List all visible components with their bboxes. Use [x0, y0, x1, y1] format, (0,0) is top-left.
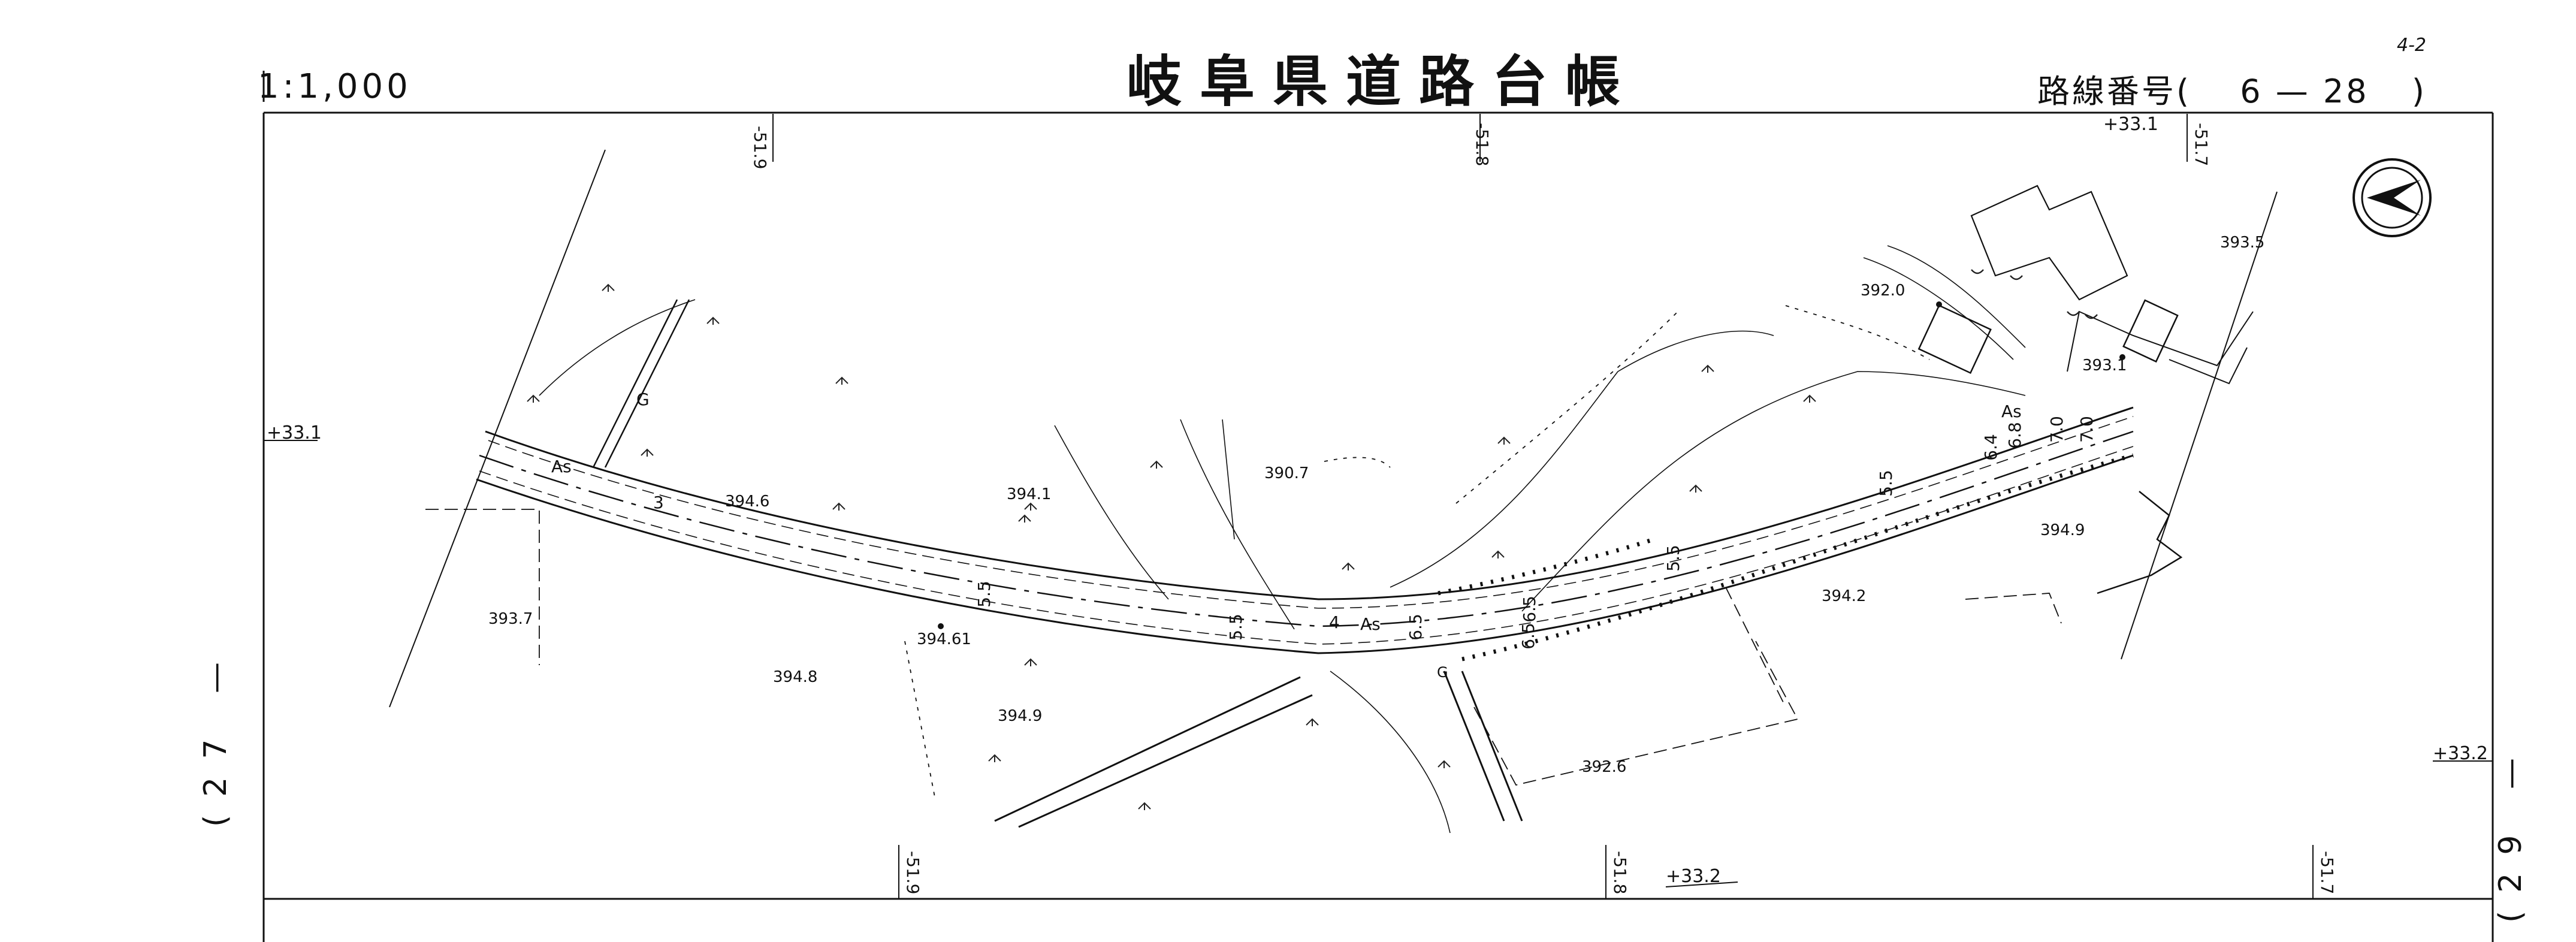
road-width-label: 7.0 [2046, 416, 2067, 443]
route-number-value: 6 — 28 [2240, 73, 2369, 110]
grid-label-bottom-4: -51.7 [2317, 851, 2337, 895]
road-width-label: 3 [653, 493, 664, 512]
road-feature-label: G [636, 390, 650, 409]
road-edge-north [485, 406, 2134, 600]
map-title: 岐阜県道路台帳 [1127, 50, 1639, 114]
road-width-label: 6.4 [1980, 434, 2001, 461]
north-arrow-icon [2352, 158, 2432, 237]
route-number-close: ) [2411, 73, 2427, 110]
building-2 [1917, 304, 1992, 375]
elevation-label: 392.6 [1582, 758, 1627, 776]
elevation-label: 394.61 [917, 630, 971, 648]
road-width-label: 5.5 [1876, 470, 1896, 497]
elevation-label: 392.0 [1861, 282, 1905, 300]
elevation-label: 394.9 [2040, 521, 2085, 539]
road-surface-label: As [2001, 401, 2022, 421]
grid-label-left: +33.1 [267, 422, 322, 443]
grid-label-bottom-2: -51.8 [1610, 851, 1630, 895]
sheet-ref-right: (29 — [2493, 740, 2529, 923]
road-width-label: 4 [1329, 612, 1340, 632]
corner-mark: 4-2 [2397, 35, 2426, 56]
elevation-label: 394.8 [773, 668, 818, 686]
building-3 [2122, 299, 2179, 363]
road-width-label: 6.8 [2004, 422, 2025, 449]
grid-label-bottom-3: +33.2 [1666, 866, 1721, 887]
elevation-label: 394.1 [1007, 485, 1052, 503]
sheet-ref-left: (27 — [198, 644, 234, 827]
road-width-label: 6.5 [1405, 614, 1426, 641]
road-width-label: 6.5 [1519, 596, 1539, 623]
elevation-label: 393.1 [2082, 357, 2127, 375]
grid-label-top-2: -51.8 [1472, 123, 1492, 167]
road-feature-label: G [1437, 664, 1448, 681]
elevation-label: 394.2 [1822, 587, 1867, 605]
route-number-block: 路線番号( 6 — 28 ) [2037, 65, 2427, 112]
building-1 [1970, 185, 2128, 301]
road-width-label: 7.0 [2076, 416, 2097, 443]
elevation-label: 393.5 [2220, 234, 2265, 252]
grid-label-right: +33.2 [2433, 743, 2488, 764]
elevation-label: 390.7 [1264, 464, 1309, 482]
road-surface-label: As [1360, 614, 1381, 634]
road-width-label: 6.5 [1518, 623, 1538, 650]
elevation-label: 394.9 [998, 707, 1043, 725]
route-number-label: 路線番号( [2037, 73, 2192, 110]
grid-label-bottom-1: -51.9 [903, 851, 923, 895]
grid-label-top-1: -51.9 [750, 126, 770, 170]
road-width-label: 5.5 [1225, 614, 1246, 641]
elevation-label: 394.6 [725, 493, 770, 511]
road-width-label: 5.5 [1663, 545, 1683, 572]
road-surface-label: As [551, 457, 572, 476]
grid-label-top-4: -51.7 [2191, 123, 2211, 167]
road-edge-south [476, 454, 2134, 654]
grid-label-top-3: +33.1 [2103, 114, 2158, 135]
map-scale: 1:1,000 [258, 67, 412, 106]
road-centerline [479, 430, 2134, 627]
road-width-label: 5.5 [974, 581, 994, 608]
elevation-label: 393.7 [488, 610, 533, 628]
